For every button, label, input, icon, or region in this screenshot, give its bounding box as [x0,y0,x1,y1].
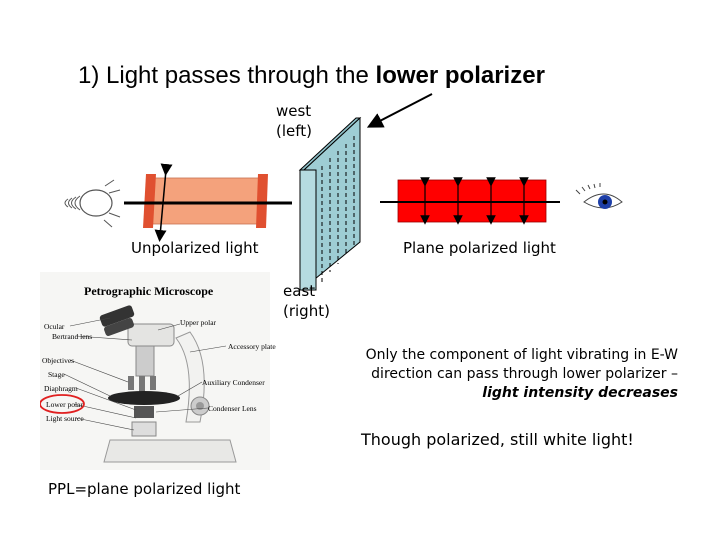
east-label: east (right) [283,281,330,321]
microscope-icon [40,305,237,463]
white-light-note: Though polarized, still white light! [361,430,634,449]
plane-polarized-light-label: Plane polarized light [403,239,556,257]
micro-label-accessory-plate: Accessory plate [228,342,276,351]
east-label-line1: east [283,282,316,300]
micro-label-bertrand-lens: Bertrand lens [52,332,93,341]
west-label: west (left) [276,101,312,141]
light-bulb-icon [64,179,121,228]
highlight-circle [40,394,85,414]
microscope-image: Petrographic Microscope [40,272,276,470]
micro-label-lower-polar: Lower polar [46,400,83,409]
polarized-beam [380,177,560,225]
micro-label-condenser-lens: Condenser Lens [208,404,257,413]
micro-label-objectives: Objectives [42,356,75,365]
title-prefix: 1) Light passes through the [78,62,376,89]
description-line2: direction can pass through lower polariz… [371,366,678,382]
west-label-line1: west [276,102,312,120]
micro-label-diaphragm: Diaphragm [44,384,78,393]
micro-label-stage: Stage [48,370,65,379]
description-text: Only the component of light vibrating in… [300,346,678,403]
title-bold: lower polarizer [375,62,545,89]
micro-label-ocular: Ocular [44,322,65,331]
micro-label-light-source: Light source [46,414,84,423]
ppl-footnote: PPL=plane polarized light [48,480,241,498]
west-label-line2: (left) [276,122,312,140]
microscope-title: Petrographic Microscope [84,284,214,298]
unpolarized-light-label: Unpolarized light [131,239,259,257]
micro-label-upper-polar: Upper polar [180,318,217,327]
polarizer-plate [298,116,362,291]
description-line1: Only the component of light vibrating in… [365,347,678,363]
pointer-arrow [366,93,433,128]
slide-title: 1) Light passes through the lower polari… [78,62,545,90]
micro-label-auxiliary-condenser: Auxiliary Condenser [202,378,265,387]
eye-icon [575,183,623,209]
unpolarized-beam [124,163,292,242]
east-label-line2: (right) [283,302,330,320]
description-line3: light intensity decreases [482,385,678,401]
